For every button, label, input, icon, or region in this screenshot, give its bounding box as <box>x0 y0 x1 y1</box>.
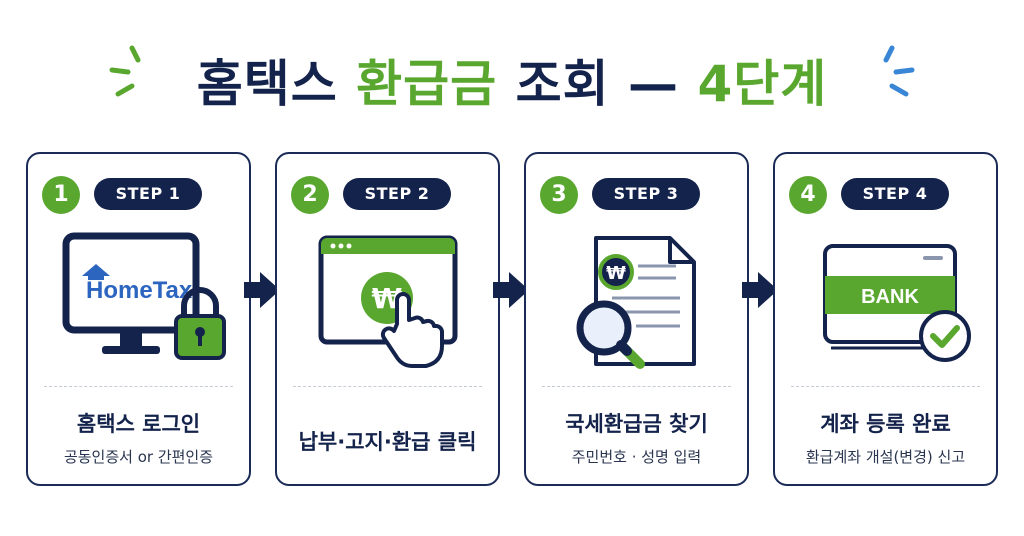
step-label-pill: STEP 2 <box>343 178 451 210</box>
illustration-bank: BANK <box>823 244 971 362</box>
arrow-right-icon <box>742 272 778 308</box>
hometax-logo-text: HomeTax <box>86 277 193 304</box>
monitor-icon <box>62 232 200 354</box>
card-divider <box>293 386 482 387</box>
step-number-badge: 4 <box>789 176 827 214</box>
bank-label: BANK <box>861 286 919 308</box>
bank-card-icon: BANK <box>823 244 957 350</box>
title-part-3: 조회 — <box>515 55 680 113</box>
step-label-pill: STEP 1 <box>94 178 202 210</box>
title-part-2: 환급금 <box>356 55 498 113</box>
step-title: 홈택스 로그인 <box>76 412 201 436</box>
page-title: 홈택스 환급금 조회 — 4단계 <box>0 44 1024 116</box>
step-title: 납부·고지·환급 클릭 <box>298 430 477 454</box>
title-area: 홈택스 환급금 조회 — 4단계 <box>0 38 1024 118</box>
step-subtitle: 환급계좌 개설(변경) 신고 <box>805 448 966 466</box>
step-number-badge: 3 <box>540 176 578 214</box>
pointer-hand-icon <box>380 292 444 368</box>
sparkle-right-icon <box>883 45 915 97</box>
step-label-pill: STEP 4 <box>841 178 949 210</box>
title-part-1: 홈택스 <box>196 55 338 113</box>
card-divider <box>542 386 731 387</box>
step-card-2: 2 STEP 2 ₩ 납부·고지·환급 클릭 <box>275 152 500 486</box>
card-divider <box>791 386 980 387</box>
checkmark-icon <box>919 310 971 362</box>
step-subtitle: 주민번호 · 성명 입력 <box>571 448 702 466</box>
illustration-search: ₩ <box>576 236 696 369</box>
card-divider <box>44 386 233 387</box>
step-title: 계좌 등록 완료 <box>820 412 951 436</box>
padlock-icon <box>174 287 226 360</box>
step-title: 국세환급금 찾기 <box>565 412 708 436</box>
won-badge-icon: ₩ <box>598 254 634 290</box>
won-symbol: ₩ <box>606 263 626 284</box>
step-subtitle: 공동인증서 or 간편인증 <box>63 448 214 466</box>
house-roof-icon <box>82 264 110 280</box>
step-number-badge: 2 <box>291 176 329 214</box>
title-part-4: 4단계 <box>697 55 828 113</box>
sparkle-left-icon <box>109 45 141 97</box>
step-card-3: 3 STEP 3 ₩ 국세환급금 찾기 주민번호 · 성명 입력 <box>524 152 749 486</box>
arrow-right-icon <box>244 272 280 308</box>
step-label-pill: STEP 3 <box>592 178 700 210</box>
illustration-login: HomeTax <box>62 232 226 360</box>
step-card-1: 1 STEP 1 HomeTax 홈택스 로그인 공동인증서 or 간편인증 <box>26 152 251 486</box>
step-card-4: 4 STEP 4 BANK 계좌 등록 완료 환급계좌 개설(변경) 신고 <box>773 152 998 486</box>
magnifier-icon <box>576 300 645 369</box>
arrow-right-icon <box>493 272 529 308</box>
illustration-click: ₩ <box>318 235 458 368</box>
step-number-badge: 1 <box>42 176 80 214</box>
